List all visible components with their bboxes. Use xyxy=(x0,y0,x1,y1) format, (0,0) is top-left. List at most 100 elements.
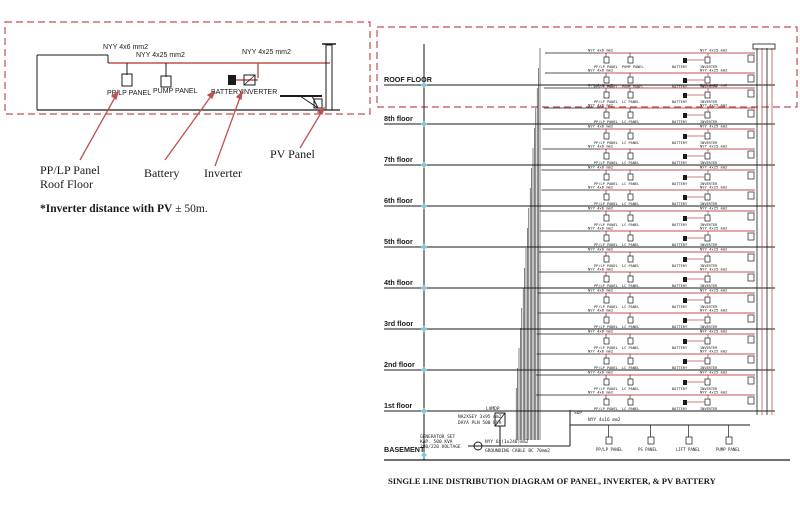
panel-label: LC PANEL xyxy=(622,325,639,329)
inverter-distance-note: *Inverter distance with PV ± 50m. xyxy=(40,203,208,215)
detail-pump-panel-box xyxy=(160,75,172,88)
panel-label: INVERTER xyxy=(700,120,718,124)
genset-label-2: KAP. 500 KVA xyxy=(420,439,453,445)
panel-label: PP/LP PANEL xyxy=(594,223,618,227)
panel-box xyxy=(603,132,610,140)
panel-label: PP/LP PANEL xyxy=(594,407,618,411)
panel-box xyxy=(627,378,634,386)
trafo-label-2: DAYA PLN 500 KVA xyxy=(458,420,502,426)
panel-label: LC PANEL xyxy=(622,346,639,350)
cable-label: NYY 4x6 mm2 xyxy=(588,124,613,129)
cable-label: NYY 4x6 mm2 xyxy=(588,68,613,73)
floor-level-marker xyxy=(421,452,427,458)
floor-label: 4th floor xyxy=(384,278,413,287)
panel-box xyxy=(603,193,610,201)
panel-box xyxy=(603,255,610,263)
panel-label: BATTERY xyxy=(672,223,688,227)
pv-box xyxy=(747,314,755,323)
panel-box xyxy=(603,357,610,365)
floor-level-marker xyxy=(421,121,427,127)
panel-label: PP/LP PANEL xyxy=(594,85,618,89)
panel-label: INVERTER xyxy=(700,100,718,104)
basement-panel-label: PS PANEL xyxy=(638,447,658,452)
lvmdp-label: LVMDP xyxy=(486,406,500,412)
sdp-label: SDP xyxy=(574,410,582,416)
panel-label: LC PANEL xyxy=(622,366,639,370)
cable-label: NYY 4x6 mm2 xyxy=(588,144,613,149)
panel-label: PP/LP PANEL xyxy=(594,325,618,329)
cable-label: NYY 4x6 mm2 xyxy=(588,247,613,252)
pv-box xyxy=(747,273,755,282)
panel-box xyxy=(603,316,610,324)
riser-cable-bundle xyxy=(515,48,541,440)
panel-box xyxy=(627,132,634,140)
battery-box xyxy=(683,400,687,405)
cable-label: NYY 4x25 mm2 xyxy=(700,206,727,211)
floor-label: 8th floor xyxy=(384,114,413,123)
battery-box xyxy=(683,298,687,303)
panel-label: PP/LP PANEL xyxy=(594,346,618,350)
panel-label: INVERTER xyxy=(700,141,718,145)
detail-dashed-frame xyxy=(4,21,371,115)
floor-label: 1st floor xyxy=(384,401,413,410)
battery-box xyxy=(683,380,687,385)
panel-box xyxy=(627,111,634,119)
panel-label: INVERTER xyxy=(700,202,718,206)
panel-label: PP/LP PANEL xyxy=(594,366,618,370)
panel-box xyxy=(627,91,634,99)
battery-box xyxy=(683,359,687,364)
diagram-caption: SINGLE LINE DISTRIBUTION DIAGRAM OF PANE… xyxy=(388,476,717,486)
panel-box xyxy=(627,152,634,160)
cable-label: NYY 4x6 mm2 xyxy=(588,103,613,108)
panel-label: BATTERY xyxy=(672,161,688,165)
note-prefix: *Inverter distance with PV xyxy=(40,203,173,215)
basement-panel-box xyxy=(725,436,733,445)
note-suffix: ± 50m. xyxy=(172,203,208,215)
detail-battery-box xyxy=(228,75,236,85)
cable-label: NYY 4x6 mm2 xyxy=(588,267,613,272)
panel-box xyxy=(627,193,634,201)
detail-cable-label-1: NYY 4x6 mm2 xyxy=(103,44,148,51)
cable-label: NYY 4x25 mm2 xyxy=(700,288,727,293)
cable-label: NYY 4x6 mm2 xyxy=(588,226,613,231)
cable-label: NYY 4x6 mm2 xyxy=(588,288,613,293)
panel-label: LC PANEL xyxy=(622,202,639,206)
inverter-box xyxy=(704,152,711,160)
pv-box xyxy=(747,212,755,221)
panel-box xyxy=(627,173,634,181)
cable-label: NYY 4x6 mm2 xyxy=(588,48,613,53)
panel-label: PP/LP PANEL xyxy=(594,264,618,268)
panel-box xyxy=(603,214,610,222)
panel-label: INVERTER xyxy=(700,346,718,350)
panel-label: BATTERY xyxy=(672,100,688,104)
panel-label: BATTERY xyxy=(672,243,688,247)
panel-label: INVERTER xyxy=(700,223,718,227)
basement-cable-label: NYY 4x16 mm2 xyxy=(588,417,621,423)
floor-label: 2nd floor xyxy=(384,360,415,369)
floor-label: 6th floor xyxy=(384,196,413,205)
detail-pv-mast xyxy=(325,44,333,111)
panel-label: LC PANEL xyxy=(622,407,639,411)
inverter-box xyxy=(704,234,711,242)
inverter-box xyxy=(704,91,711,99)
cable-label: NYY 4x25 mm2 xyxy=(700,185,727,190)
pv-box xyxy=(747,109,755,118)
cable-label: NYY 4x6 mm2 xyxy=(588,308,613,313)
battery-box xyxy=(683,339,687,344)
battery-box xyxy=(683,134,687,139)
panel-box xyxy=(603,234,610,242)
panel-box xyxy=(627,76,634,84)
battery-box xyxy=(683,216,687,221)
panel-label: PP/LP PANEL xyxy=(594,243,618,247)
genset-label-1: GENERATOR SET xyxy=(420,434,456,440)
panel-box xyxy=(627,296,634,304)
panel-label: PP/LP PANEL xyxy=(594,387,618,391)
floor-level-marker xyxy=(421,82,427,88)
inverter-box xyxy=(704,56,711,64)
panel-label: BATTERY xyxy=(672,85,688,89)
